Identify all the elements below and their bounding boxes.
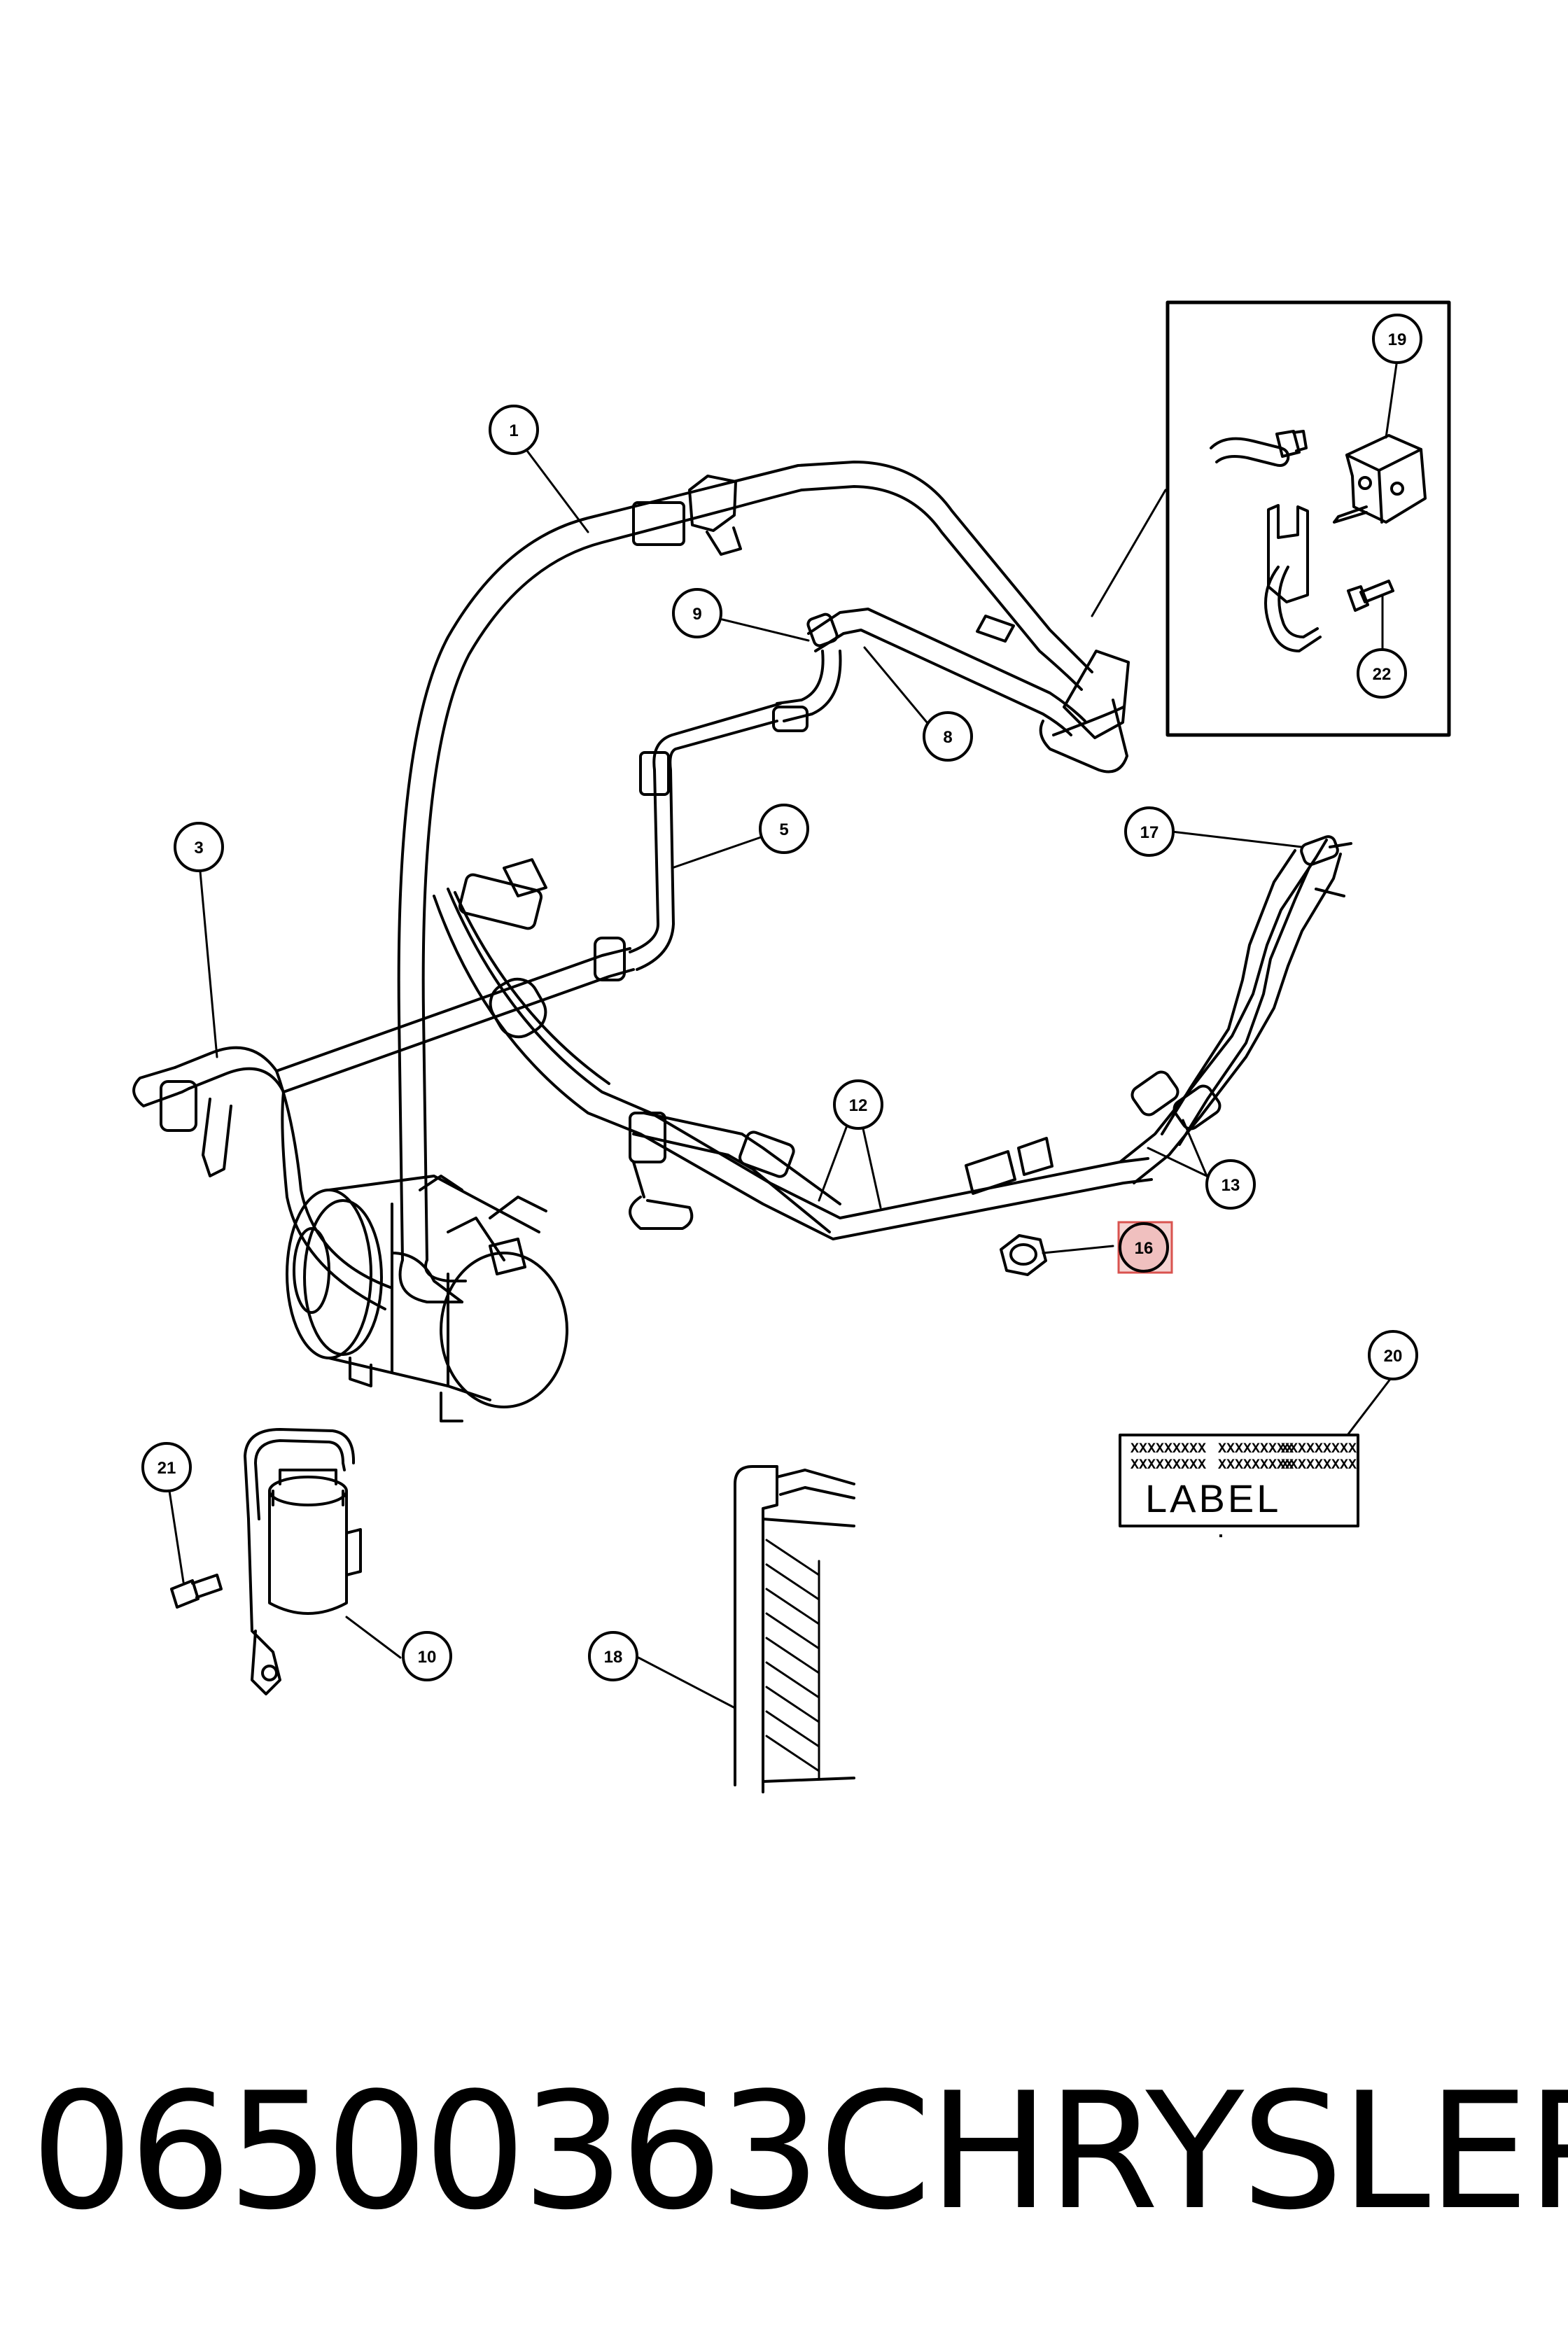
inset-detail-box bbox=[1166, 300, 1451, 737]
svg-text:3: 3 bbox=[194, 839, 203, 858]
svg-text:22: 22 bbox=[1373, 665, 1392, 684]
svg-text:19: 19 bbox=[1388, 330, 1407, 349]
part-number: 06500363 bbox=[31, 2059, 821, 2246]
label-plate-text: LABEL bbox=[1145, 1476, 1281, 1520]
leader-lines bbox=[168, 363, 1398, 1709]
suction-hose-12 bbox=[433, 858, 1153, 1240]
svg-text:1: 1 bbox=[509, 421, 518, 440]
nut-16 bbox=[1000, 1234, 1047, 1276]
condenser-18 bbox=[734, 1465, 855, 1793]
callout-17[interactable]: 17 bbox=[1124, 806, 1175, 857]
callout-22[interactable]: 22 bbox=[1357, 648, 1407, 699]
svg-text:13: 13 bbox=[1222, 1176, 1240, 1195]
svg-text:8: 8 bbox=[943, 728, 952, 747]
compressor bbox=[286, 1175, 568, 1422]
svg-text:9: 9 bbox=[692, 605, 701, 624]
label-pattern-row-1: XXXXXXXXX bbox=[1130, 1441, 1206, 1457]
svg-text:20: 20 bbox=[1384, 1347, 1403, 1366]
callout-3[interactable]: 3 bbox=[174, 822, 224, 872]
svg-text:5: 5 bbox=[779, 820, 788, 839]
callout-18[interactable]: 18 bbox=[588, 1631, 638, 1681]
label-plate-20 bbox=[1119, 1434, 1359, 1527]
label-plate-pattern: XXXXXXXXX XXXXXXXXX XXXXXXXXX XXXXXXXXX … bbox=[1130, 1441, 1357, 1537]
callout-9[interactable]: 9 bbox=[672, 588, 722, 638]
condenser-fittings-13 bbox=[965, 835, 1352, 1195]
label-pattern-row-2b: XXXXXXXXX bbox=[1218, 1457, 1294, 1474]
callout-1[interactable]: 1 bbox=[489, 405, 539, 455]
liquid-line-3-5 bbox=[132, 937, 635, 1310]
callout-markers: 1 3 5 8 9 10 12 13 16 17 18 19 20 21 22 bbox=[141, 314, 1422, 1681]
callout-16[interactable]: 16 bbox=[1119, 1222, 1169, 1273]
discharge-hose-1 bbox=[397, 461, 1093, 1303]
label-pattern-row-1b: XXXXXXXXX bbox=[1218, 1441, 1294, 1457]
bolt-21 bbox=[170, 1574, 223, 1609]
callout-21[interactable]: 21 bbox=[141, 1442, 192, 1492]
receiver-drier-10 bbox=[244, 1428, 362, 1695]
callout-13[interactable]: 13 bbox=[1205, 1159, 1256, 1210]
svg-text:18: 18 bbox=[604, 1648, 623, 1667]
callout-10[interactable]: 10 bbox=[402, 1631, 452, 1681]
svg-text:21: 21 bbox=[158, 1459, 176, 1478]
callout-5[interactable]: 5 bbox=[759, 804, 809, 854]
brand-name: CHRYSLER bbox=[819, 2059, 1568, 2246]
label-pattern-row-2: XXXXXXXXX bbox=[1130, 1457, 1206, 1474]
svg-text:17: 17 bbox=[1140, 823, 1159, 842]
label-pattern-row-1c: XXXXXXXXX bbox=[1281, 1441, 1357, 1457]
callout-12[interactable]: 12 bbox=[833, 1079, 883, 1130]
callout-8[interactable]: 8 bbox=[923, 711, 973, 762]
evaporator-fitting bbox=[976, 615, 1130, 774]
callout-19[interactable]: 19 bbox=[1372, 314, 1422, 364]
svg-text:16: 16 bbox=[1135, 1239, 1154, 1258]
svg-text:12: 12 bbox=[849, 1096, 868, 1115]
label-pattern-row-2c: XXXXXXXXX bbox=[1281, 1457, 1357, 1474]
svg-text:10: 10 bbox=[418, 1648, 437, 1667]
condenser-fins bbox=[765, 1539, 820, 1779]
suction-line-8 bbox=[629, 608, 1086, 971]
callout-20[interactable]: 20 bbox=[1368, 1330, 1418, 1380]
